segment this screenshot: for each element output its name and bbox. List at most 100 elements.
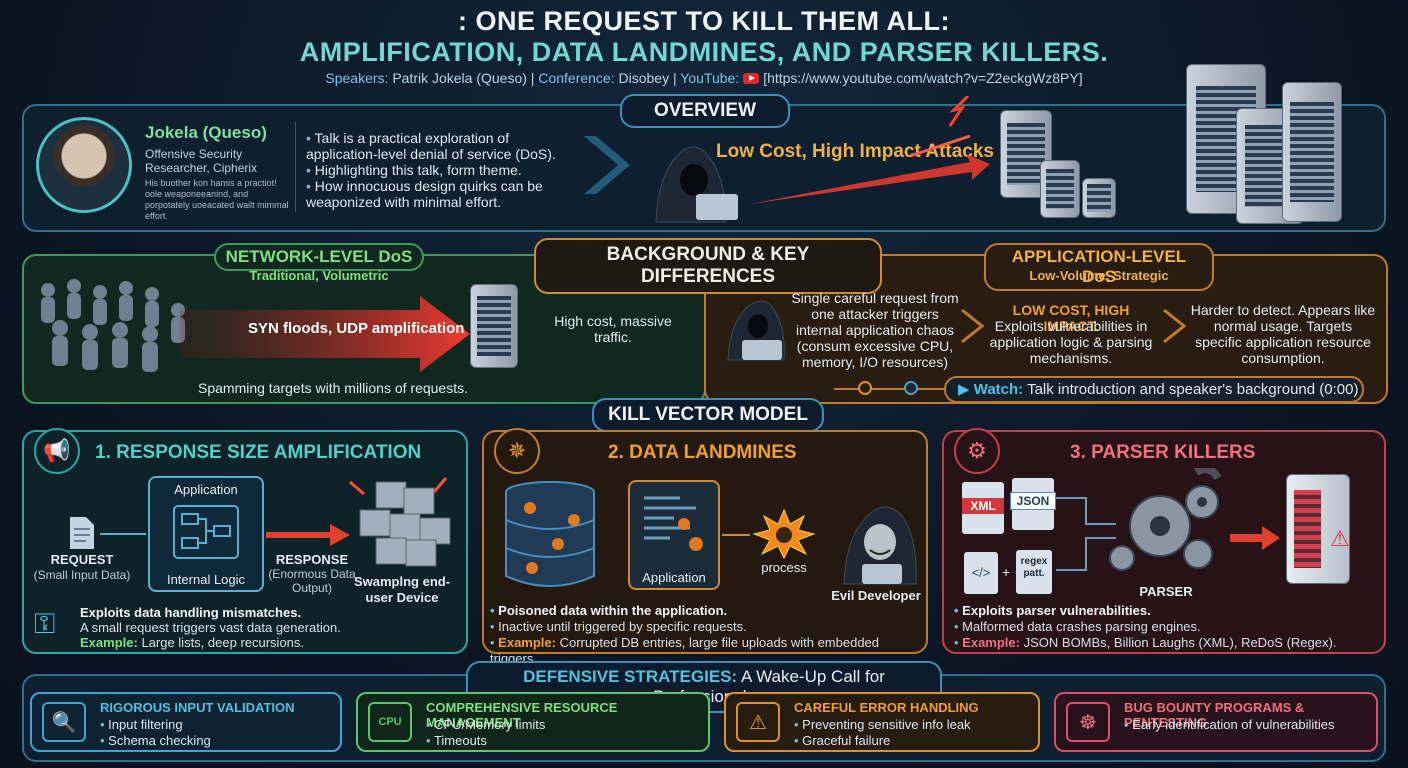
json-label: JSON: [1010, 492, 1056, 510]
chevron-right-icon: [961, 308, 984, 344]
speakers-label: Speakers:: [325, 70, 389, 86]
vector-2-bullet: Poisoned data within the application.: [490, 603, 920, 619]
speaker-role: Offensive Security Researcher, Cipherix: [145, 147, 258, 175]
key-icon: ⚿: [34, 608, 56, 639]
server-icon: [1082, 178, 1116, 218]
evil-developer-label: Evil Developer: [831, 588, 921, 603]
defense-card-item: Timeouts: [426, 733, 545, 749]
logic-flow-icon: [173, 505, 239, 559]
play-icon: ▶: [958, 381, 970, 398]
vector-3-bullet: Malformed data crashes parsing engines.: [954, 619, 1380, 635]
vector-1-example: Example: Large lists, deep recursions.: [80, 635, 304, 651]
request-label: REQUEST: [50, 552, 114, 567]
application-box: [148, 476, 264, 592]
regex-label: regex patt.: [1020, 556, 1048, 579]
defense-card-input-validation: 🔍 RIGOROUS INPUT VALIDATION Input filter…: [30, 692, 342, 752]
timeline-dot: [858, 381, 872, 395]
process-label: process: [761, 560, 807, 575]
vector-2-example-label: Example:: [498, 635, 556, 650]
defense-label-bold: DEFENSIVE STRATEGIES:: [523, 667, 738, 686]
network-cost-text: High cost, massive traffic.: [554, 313, 672, 345]
page-title-line-2: AMPLIFICATION, DATA LANDMINES, AND PARSE…: [299, 37, 1109, 67]
xml-label: XML: [962, 498, 1004, 514]
application-title: APPLICATION-LEVEL DoS: [984, 243, 1214, 291]
flood-arrow-icon: [180, 296, 470, 372]
amplify-arrow-icon: [266, 524, 350, 546]
vector-3-bullet: Example: JSON BOMBs, Billion Laughs (XML…: [954, 635, 1380, 651]
vector-1-example-text: Large lists, deep recursions.: [141, 635, 305, 650]
overview-label: OVERVIEW: [620, 94, 790, 128]
defense-card-item: Graceful failure: [794, 733, 971, 749]
server-icon: [1040, 160, 1080, 218]
chevron-right-icon: [1163, 308, 1186, 344]
overview-bullet: Highlighting this talk, form theme.: [306, 162, 581, 178]
vector-3-example-text: JSON BOMBs, Billion Laughs (XML), ReDoS …: [1023, 635, 1337, 650]
kill-vector-label: KILL VECTOR MODEL: [592, 398, 824, 432]
warning-triangle-icon: ⚠: [736, 702, 780, 742]
speaker-blurb: His buother kon hamis a practiot! oole w…: [145, 178, 289, 221]
watch-text: Talk introduction and speaker's backgrou…: [1027, 381, 1359, 398]
overview-bullet: How innocuous design quirks can be weapo…: [306, 178, 581, 210]
youtube-link[interactable]: [https://www.youtube.com/watch?v=Z2eckgW…: [763, 70, 1083, 86]
vector-3-example-label: Example:: [962, 635, 1020, 650]
network-subtitle: Traditional, Volumetric: [249, 268, 389, 283]
vector-2-bullet: Inactive until triggered by specific req…: [490, 619, 920, 635]
watch-label: Watch:: [973, 381, 1024, 398]
database-icon: [505, 481, 595, 587]
landmine-arrow: [722, 534, 750, 536]
defense-card-items: Early identification of vulnerabilities: [1124, 717, 1334, 733]
application-subtitle: Low-Volume, Strategic: [1029, 268, 1169, 283]
defense-card-bug-bounty: ☸ BUG BOUNTY PROGRAMS & PENTESTING Early…: [1054, 692, 1378, 752]
magnifier-check-icon: 🔍: [42, 702, 86, 742]
target-server-icon: [470, 284, 518, 368]
parser-input-lines: [1056, 497, 1116, 571]
defense-card-items: Preventing sensitive info leak Graceful …: [794, 717, 971, 749]
vector-1-title: 1. RESPONSE SIZE AMPLIFICATION: [95, 442, 422, 463]
application-col-2: Exploits vulnerabilities in application …: [989, 318, 1153, 366]
background-label: BACKGROUND & KEY DIFFERENCES: [534, 238, 882, 294]
document-icon: [70, 517, 94, 549]
application-col-2-head: LOW COST, HIGH IMPACT.: [1012, 302, 1130, 334]
defense-card-item: Input filtering: [100, 717, 211, 733]
vector-3-bullets: Exploits parser vulnerabilities. Malform…: [954, 603, 1380, 651]
code-file-icon: </>: [964, 552, 998, 594]
single-attacker-icon: [727, 300, 785, 361]
evil-developer-icon: [843, 506, 917, 585]
defense-card-item: Schema checking: [100, 733, 211, 749]
crowd-attackers-icon: [41, 279, 185, 372]
network-title: NETWORK-LEVEL DoS: [214, 243, 424, 271]
parser-gears-icon: [1109, 468, 1222, 571]
vector-1-detail: A small request triggers vast data gener…: [80, 620, 341, 635]
defense-card-items: CPU/Memory limits Timeouts: [426, 717, 545, 749]
overview-bullets: Talk is a practical exploration of appli…: [306, 130, 581, 210]
application-col-1: Single careful request from one attacker…: [791, 290, 959, 370]
landmine-application-label: Application: [642, 570, 706, 585]
vector-2-title: 2. DATA LANDMINES: [608, 442, 797, 463]
youtube-label: YouTube:: [680, 70, 740, 86]
cpu-icon-label: CPU: [378, 716, 402, 728]
defense-card-title: CAREFUL ERROR HANDLING: [794, 700, 979, 715]
document-gear-icon: ⚙: [954, 428, 1000, 474]
conference-value: Disobey: [618, 70, 670, 86]
timeline-dot: [904, 381, 918, 395]
request-arrow: [100, 533, 146, 535]
response-sublabel: (Enormous Data Output): [268, 567, 356, 595]
vector-2-bullets: Poisoned data within the application. In…: [490, 603, 920, 667]
overview-bullet: Talk is a practical exploration of appli…: [306, 130, 581, 162]
defense-card-items: Input filtering Schema checking: [100, 717, 211, 749]
speaker-name: Jokela (Queso): [145, 123, 267, 142]
vector-3-title: 3. PARSER KILLERS: [1070, 442, 1256, 463]
cpu-icon: CPU: [368, 702, 412, 742]
regex-file-icon: [1016, 550, 1052, 594]
application-col-3: Harder to detect. Appears like normal us…: [1190, 302, 1376, 366]
watch-button[interactable]: ▶ Watch: Talk introduction and speaker's…: [944, 376, 1364, 403]
application-label: Application: [174, 482, 238, 497]
vector-3-bullet: Exploits parser vulnerabilities.: [954, 603, 1380, 619]
vector-1-example-label: Example:: [80, 635, 138, 650]
hooded-hacker-icon: [655, 146, 738, 223]
network-flood-label: SYN floods, UDP amplification: [248, 320, 465, 337]
speakers-line: Speakers: Patrik Jokela (Queso) | Confer…: [325, 70, 1083, 86]
warning-icon: ⚠: [1330, 526, 1350, 551]
timeline-track: [834, 388, 946, 390]
bug-icon: ☸: [1066, 702, 1110, 742]
